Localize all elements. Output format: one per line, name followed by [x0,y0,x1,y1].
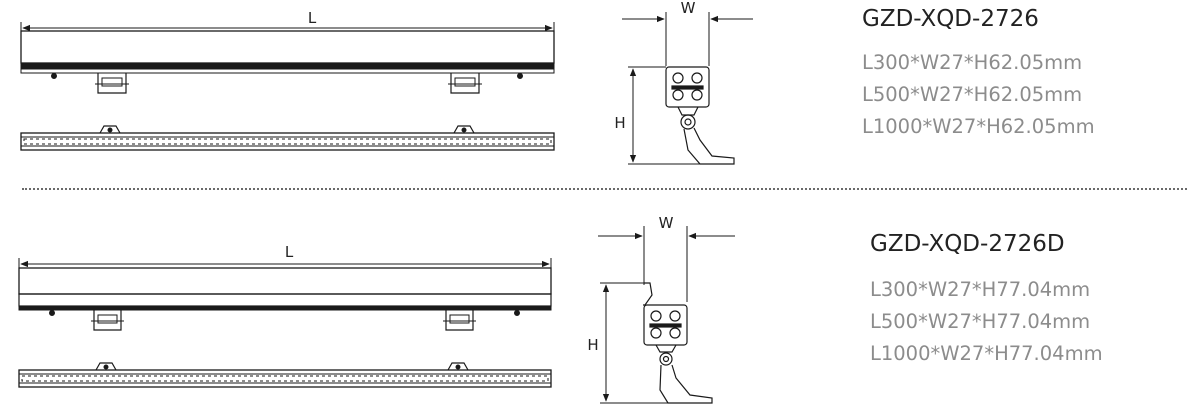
product-2-specs: L300*W27*H77.04mm L500*W27*H77.04mm L100… [870,274,1103,370]
product-2-model: GZD-XQD-2726D [870,231,1065,257]
product-2-drawing: L W H [18,214,735,404]
product-2-spec-300: L300*W27*H77.04mm [870,278,1091,301]
product-1-spec-500: L500*W27*H62.05mm [862,83,1083,106]
product-1-drawing: L [20,0,753,165]
product-2-spec-1000: L1000*W27*H77.04mm [870,342,1103,365]
fixture-top-view [20,125,555,151]
width-label: W [681,0,696,17]
product-1-spec-1000: L1000*W27*H62.05mm [862,115,1095,138]
product-1-model: GZD-XQD-2726 [862,6,1039,32]
height-label: H [587,336,598,354]
product-2-spec-500: L500*W27*H77.04mm [870,310,1091,333]
length-label: L [308,9,317,27]
fixture-side-view [18,267,552,331]
width-label: W [659,214,674,232]
fixture-side-view [20,30,555,94]
section-divider [22,188,1187,190]
product-1-spec-300: L300*W27*H62.05mm [862,51,1083,74]
fixture-cross-section [622,12,753,165]
height-label: H [614,114,625,132]
product-1-specs: L300*W27*H62.05mm L500*W27*H62.05mm L100… [862,47,1095,143]
length-label: L [285,243,294,261]
fixture-top-view [18,362,552,388]
fixture-cross-section [598,226,735,404]
